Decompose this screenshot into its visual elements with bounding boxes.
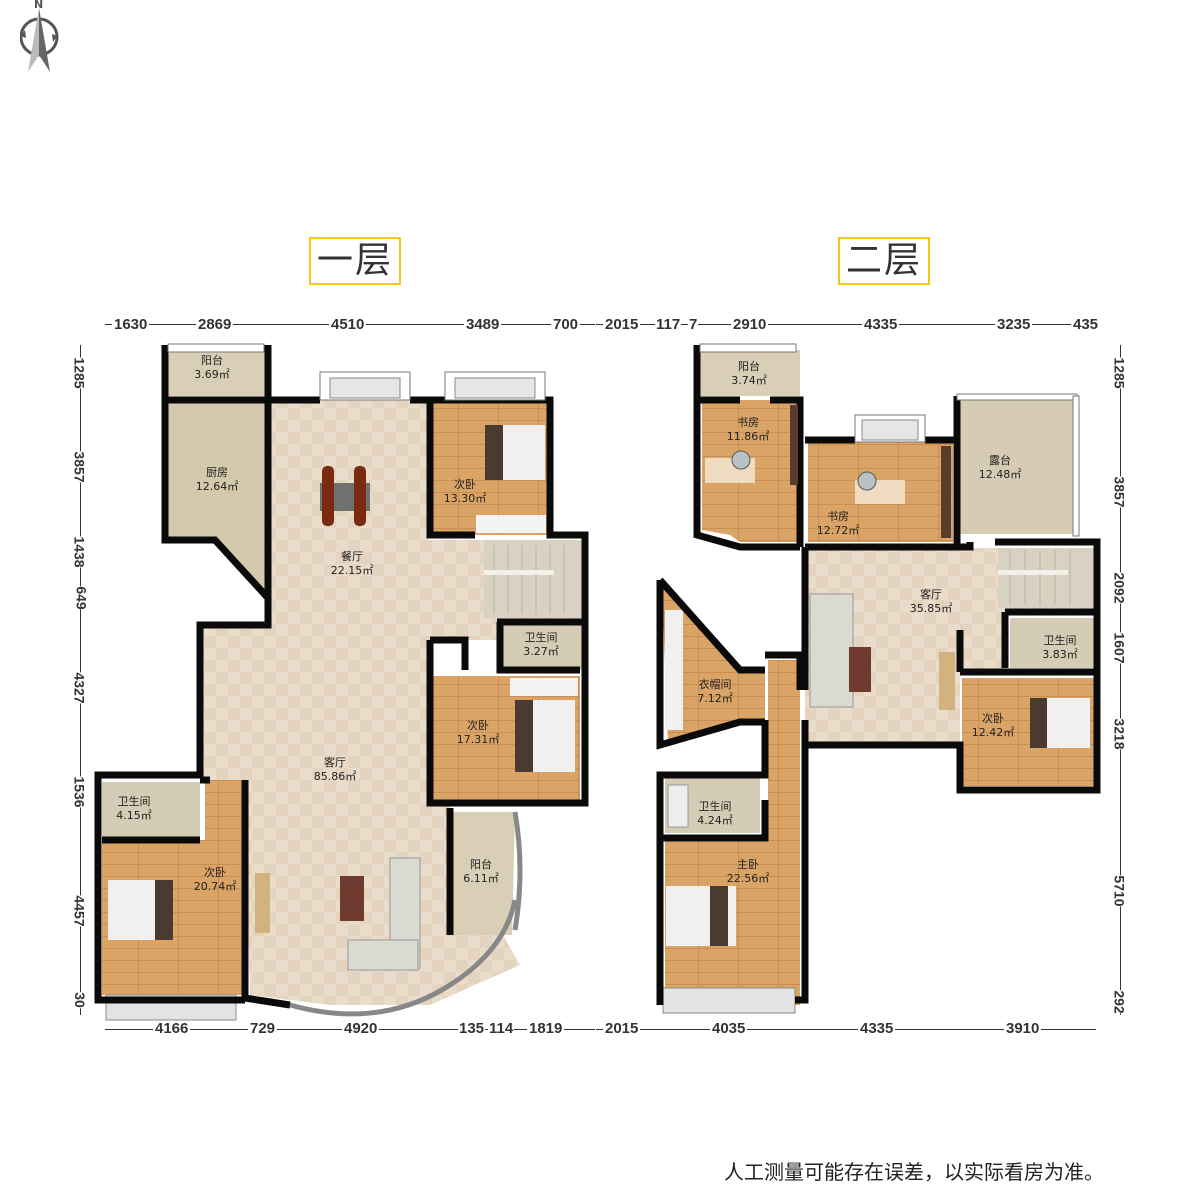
room-bathroom-4-24: 卫生间 4.24㎡ [697,800,733,828]
room-name: 阳台 [201,354,223,367]
room-area: 12.72㎡ [816,524,860,537]
room-area: 22.15㎡ [330,564,374,577]
room-area: 3.74㎡ [731,374,767,387]
room-bathroom-4: 卫生间 4.15㎡ [116,795,152,823]
room-master-bedroom: 主卧 22.56㎡ [727,858,770,886]
room-name: 卫生间 [1043,634,1077,647]
room-area: 6.11㎡ [463,872,499,885]
room-name: 卫生间 [698,800,732,813]
room-name: 次卧 [982,712,1004,725]
room-name: 书房 [737,416,759,429]
dimension-label: 2910 [731,316,769,333]
room-kitchen: 厨房 12.64㎡ [196,466,239,494]
room-living: 客厅 85.86㎡ [314,756,357,784]
room-area: 12.48㎡ [978,468,1022,481]
dimension-label: 4510 [329,316,367,333]
room-bedroom-12: 次卧 12.42㎡ [972,712,1015,740]
dimension-label: 1630 [112,316,150,333]
dimension-label: 4166 [153,1020,191,1037]
room-name: 次卧 [467,719,489,732]
dimension-label: 1819 [527,1020,565,1037]
room-area: 12.64㎡ [195,480,239,493]
top-dimension-line-floor-2 [596,324,1096,325]
dimension-label: 435 [1071,316,1101,333]
north-arrow-compass-icon [20,8,59,72]
room-area: 4.24㎡ [697,814,733,827]
room-name: 阳台 [738,360,760,373]
room-walk-in-closet: 衣帽间 7.12㎡ [697,678,733,706]
room-terrace: 露台 12.48㎡ [979,454,1022,482]
dimension-label: 2869 [196,316,234,333]
room-study-12: 书房 12.72㎡ [817,510,860,538]
disclaimer-note: 人工测量可能存在误差，以实际看房为准。 [724,1160,1104,1184]
room-area: 12.42㎡ [971,726,1015,739]
room-name: 客厅 [920,588,942,601]
room-area: 3.69㎡ [194,368,230,381]
room-name: 卫生间 [117,795,151,808]
compass-north-label: N [34,0,44,11]
room-area: 35.85㎡ [909,602,953,615]
room-bathroom-3-83: 卫生间 3.83㎡ [1042,634,1078,662]
room-study-11: 书房 11.86㎡ [727,416,770,444]
room-area: 3.83㎡ [1042,648,1078,661]
dimension-label: 729 [248,1020,278,1037]
dimension-label: 114 [488,1020,515,1037]
dimension-label: 3489 [464,316,502,333]
dimension-label: 7 [688,316,699,333]
room-living-2: 客厅 35.85㎡ [910,588,953,616]
room-area: 13.30㎡ [443,492,487,505]
room-name: 衣帽间 [698,678,732,691]
dimension-label: 3235 [995,316,1033,333]
room-area: 20.74㎡ [193,880,237,893]
room-area: 7.12㎡ [697,692,733,705]
room-area: 3.27㎡ [523,645,559,658]
north-arrow-compass: N [20,0,80,80]
room-balcony-1: 阳台 3.69㎡ [194,354,230,382]
dimension-label: 4035 [710,1020,748,1037]
floor-2-title: 二层 [838,237,931,285]
room-bedroom-20: 次卧 20.74㎡ [194,866,237,894]
dimension-label: 2015 [603,1020,641,1037]
dimension-label: 4335 [862,316,900,333]
room-area: 4.15㎡ [116,809,152,822]
floor-1-title: 一层 [309,237,402,285]
dimension-label: 4335 [858,1020,896,1037]
room-name: 次卧 [454,478,476,491]
room-dining: 餐厅 22.15㎡ [331,550,374,578]
room-name: 厨房 [206,466,228,479]
room-name: 餐厅 [341,550,363,563]
room-bedroom-17: 次卧 17.31㎡ [457,719,500,747]
dimension-label: 3910 [1004,1020,1042,1037]
room-bedroom-13: 次卧 13.30㎡ [444,478,487,506]
dimension-label: 4920 [342,1020,380,1037]
dimension-label: 135 [458,1020,486,1037]
dimension-label: 117 [655,316,682,333]
room-balcony-6: 阳台 6.11㎡ [463,858,499,886]
room-area: 22.56㎡ [726,872,770,885]
room-area: 17.31㎡ [456,733,500,746]
right-dimension-line [1120,345,1121,1015]
room-area: 11.86㎡ [726,430,770,443]
room-bathroom-3: 卫生间 3.27㎡ [523,631,559,659]
room-balcony-3: 阳台 3.74㎡ [731,360,767,388]
bottom-dimension-line-floor-2 [596,1029,1096,1030]
room-name: 露台 [989,454,1011,467]
room-name: 次卧 [204,866,226,879]
room-name: 主卧 [737,858,759,871]
room-name: 客厅 [324,756,346,769]
dimension-label: 700 [551,316,581,333]
dimension-label: 2015 [603,316,641,333]
room-name: 阳台 [470,858,492,871]
room-area: 85.86㎡ [313,770,357,783]
room-name: 卫生间 [524,631,558,644]
room-name: 书房 [827,510,849,523]
